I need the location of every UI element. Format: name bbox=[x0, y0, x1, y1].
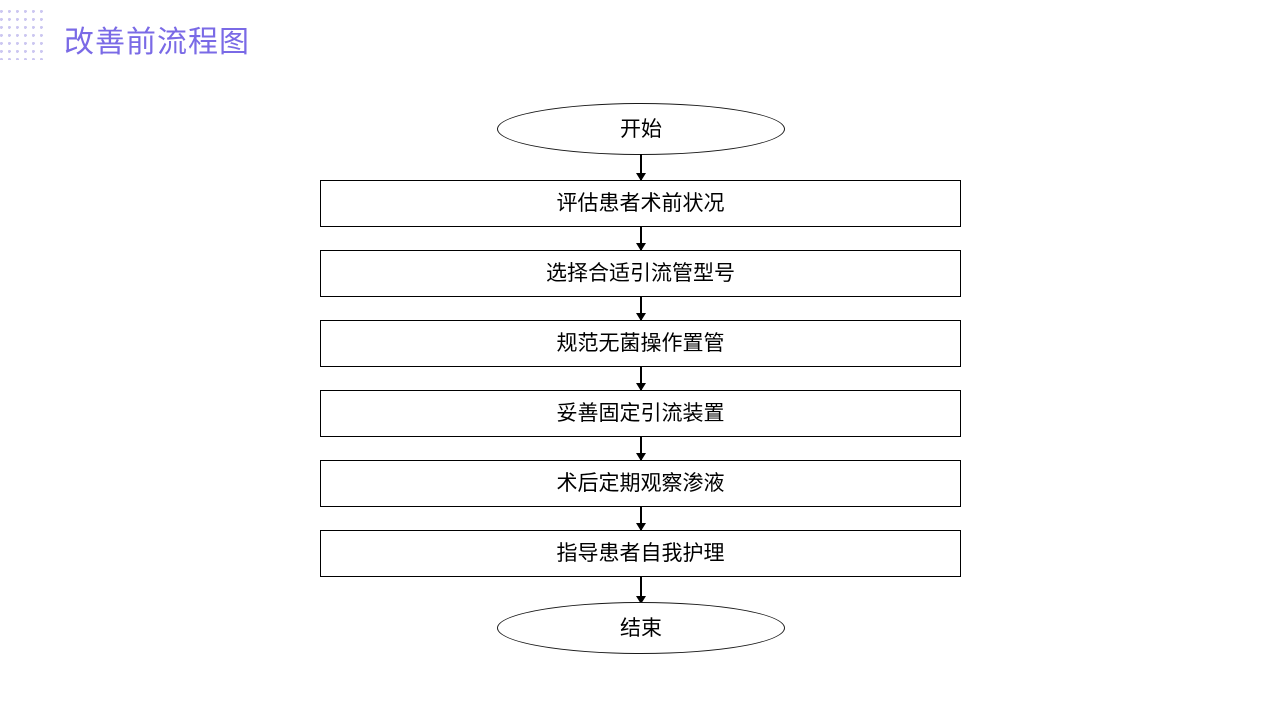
arrowhead-down-icon bbox=[635, 523, 646, 531]
flow-node-step3[interactable]: 规范无菌操作置管 bbox=[320, 320, 961, 367]
flow-node-step4[interactable]: 妥善固定引流装置 bbox=[320, 390, 961, 437]
flow-node-step5[interactable]: 术后定期观察渗液 bbox=[320, 460, 961, 507]
page-title: 改善前流程图 bbox=[64, 26, 250, 59]
arrowhead-down-icon bbox=[635, 383, 646, 391]
flow-edge-step1-to-step2 bbox=[635, 227, 646, 251]
flow-node-step6-label: 指导患者自我护理 bbox=[556, 542, 725, 565]
arrowhead-down-icon bbox=[635, 313, 646, 321]
flow-node-step2[interactable]: 选择合适引流管型号 bbox=[320, 250, 961, 297]
flow-edge-start-to-step1 bbox=[635, 154, 646, 181]
flow-edge-step3-to-step4 bbox=[635, 367, 646, 391]
flow-node-end-label: 结束 bbox=[620, 616, 662, 640]
flow-node-step1-label: 评估患者术前状况 bbox=[556, 192, 725, 215]
flow-node-step2-label: 选择合适引流管型号 bbox=[546, 262, 735, 285]
arrowhead-down-icon bbox=[635, 453, 646, 461]
arrowhead-down-icon bbox=[635, 243, 646, 251]
flow-node-step5-label: 术后定期观察渗液 bbox=[556, 472, 725, 495]
flow-node-step6[interactable]: 指导患者自我护理 bbox=[320, 530, 961, 577]
flow-node-start[interactable]: 开始 bbox=[497, 103, 785, 155]
flow-node-end[interactable]: 结束 bbox=[497, 602, 785, 654]
flow-edge-step2-to-step3 bbox=[635, 297, 646, 321]
arrowhead-down-icon bbox=[635, 596, 646, 604]
arrowhead-down-icon bbox=[635, 173, 646, 181]
flow-node-start-label: 开始 bbox=[620, 117, 662, 141]
flow-edge-step5-to-step6 bbox=[635, 507, 646, 531]
flow-edge-step4-to-step5 bbox=[635, 437, 646, 461]
flow-node-step4-label: 妥善固定引流装置 bbox=[556, 402, 725, 425]
flow-node-step1[interactable]: 评估患者术前状况 bbox=[320, 180, 961, 227]
dot-grid-decoration bbox=[0, 10, 46, 60]
flow-edge-step6-to-end bbox=[635, 577, 646, 604]
flow-node-step3-label: 规范无菌操作置管 bbox=[556, 332, 725, 355]
